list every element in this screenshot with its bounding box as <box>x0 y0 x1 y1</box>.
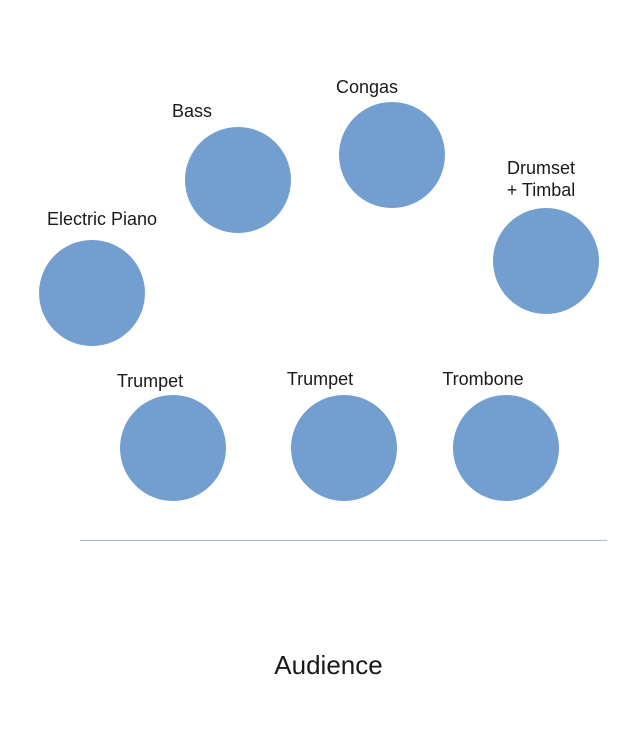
label-trombone: Trombone <box>442 368 523 390</box>
label-trumpet-1: Trumpet <box>117 370 183 392</box>
label-electric-piano: Electric Piano <box>47 208 157 230</box>
label-drumset-timbal: Drumset + Timbal <box>507 157 576 201</box>
circle-drumset-timbal <box>493 208 599 314</box>
label-congas: Congas <box>336 76 398 98</box>
label-electric-piano-text: Electric Piano <box>46 209 158 229</box>
circle-trumpet-2 <box>291 395 397 501</box>
label-drumset-text: Drumset <box>506 158 575 178</box>
circle-trombone <box>453 395 559 501</box>
label-trombone-text: Trombone <box>442 369 524 389</box>
circle-trumpet-1 <box>120 395 226 501</box>
circle-congas <box>339 102 445 208</box>
circle-electric-piano <box>39 240 145 346</box>
label-trumpet-2-text: Trumpet <box>286 369 354 389</box>
label-timbal-text: + Timbal <box>506 180 576 200</box>
label-trumpet-1-text: Trumpet <box>116 371 184 391</box>
circle-bass <box>185 127 291 233</box>
label-congas-text: Congas <box>335 77 399 97</box>
label-bass-text: Bass <box>171 101 213 121</box>
audience-label: Audience <box>274 650 383 680</box>
stage-edge-line <box>80 540 607 541</box>
label-trumpet-2: Trumpet <box>287 368 353 390</box>
label-bass: Bass <box>172 100 212 122</box>
